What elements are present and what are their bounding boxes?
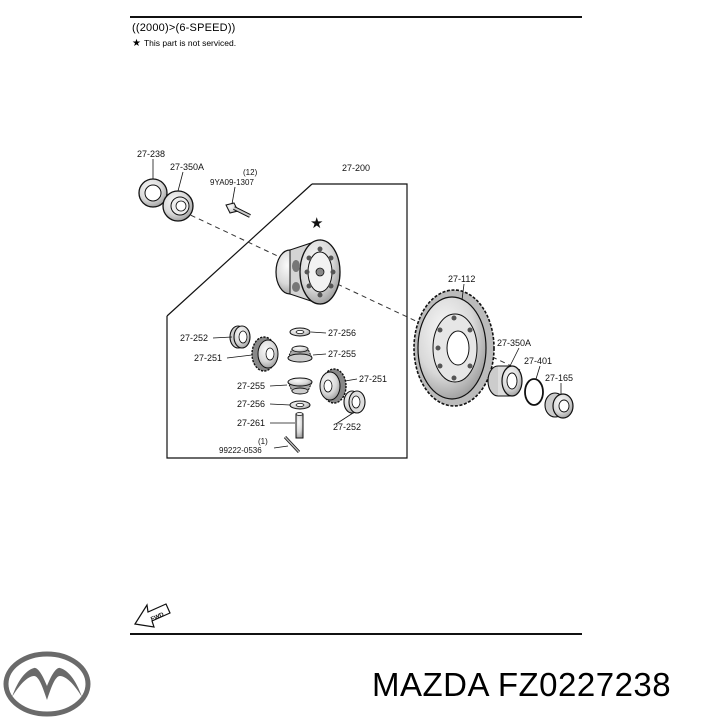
callout-27-256-bottom: 27-256 (237, 399, 265, 409)
fwd-label: FWD (150, 612, 166, 623)
callout-27-251-right: 27-251 (359, 374, 387, 384)
callout-27-200: 27-200 (342, 163, 370, 173)
differential-case (275, 239, 341, 305)
footer-rule (130, 633, 582, 635)
part-number-title: MAZDA FZ0227238 (372, 666, 672, 703)
shim (524, 378, 544, 406)
side-gear-left (251, 336, 279, 372)
callout-27-238: 27-238 (137, 149, 165, 159)
bearing-left (162, 190, 194, 222)
callout-9ya09-1307: 9YA09-1307 (210, 178, 254, 187)
callout-27-252-right: 27-252 (333, 422, 361, 432)
assembly-frame (166, 183, 408, 459)
callout-27-256-top: 27-256 (328, 328, 356, 338)
callout-27-350a-right: 27-350A (497, 338, 531, 348)
side-gear-right (319, 368, 347, 404)
callout-27-251-left: 27-251 (194, 353, 222, 363)
callout-27-112: 27-112 (448, 274, 475, 284)
pinion-gear-bottom (287, 377, 313, 395)
star-icon: ★ (132, 38, 141, 49)
callout-bolt-qty: (12) (243, 168, 258, 177)
callout-27-255-bottom: 27-255 (237, 381, 265, 391)
pinion-washer-top (289, 327, 311, 337)
callout-27-401: 27-401 (524, 356, 552, 366)
lock-pin (283, 435, 301, 454)
applicability-text: ((2000)>(6-SPEED)) (132, 22, 236, 34)
callout-27-350a-left: 27-350A (170, 162, 204, 172)
callout-27-255-top: 27-255 (328, 349, 356, 359)
pinion-shaft (295, 412, 304, 439)
callout-27-165: 27-165 (545, 373, 573, 383)
callout-pin-qty: (1) (258, 437, 268, 446)
header-top-rule (130, 16, 582, 18)
bearing-right (487, 365, 523, 397)
not-serviced-star-icon: ★ (310, 215, 323, 232)
note-text: This part is not serviced. (143, 38, 237, 48)
ring-gear (413, 289, 495, 407)
bolt (225, 202, 251, 218)
callout-27-252-left: 27-252 (180, 333, 208, 343)
leader-lines (152, 159, 562, 449)
callout-99222-0536: 99222-0536 (219, 446, 262, 455)
thrust-washer-left (229, 325, 251, 349)
pinion-gear-top (287, 345, 313, 363)
not-serviced-note: ★This part is not serviced. (132, 38, 236, 49)
oil-seal-right (544, 392, 574, 419)
thrust-washer-right (343, 390, 366, 414)
fwd-arrow-icon: FWD (134, 603, 171, 628)
frame-diagonal (166, 183, 313, 317)
pinion-washer-bottom (289, 400, 311, 410)
callout-27-261: 27-261 (237, 418, 265, 428)
mazda-logo-icon (3, 651, 91, 717)
